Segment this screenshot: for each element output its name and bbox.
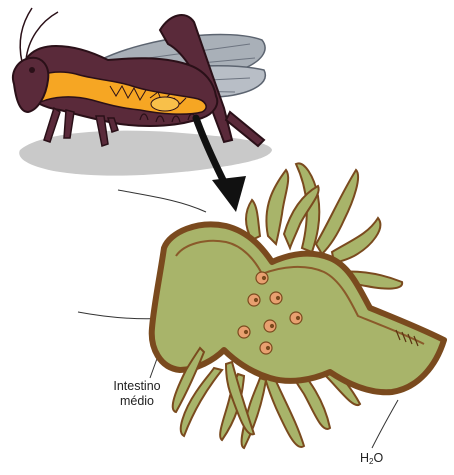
insect-midgut-region: [151, 97, 179, 111]
water-label-o: O: [373, 451, 383, 465]
arrow-head: [212, 176, 246, 212]
leader-line: [118, 190, 206, 212]
insect-shadow: [19, 131, 272, 176]
grasshopper-illustration: [13, 8, 272, 176]
water-label: H2O: [360, 451, 383, 469]
midgut-label: Intestino médio: [94, 379, 180, 409]
leader-line: [372, 400, 398, 448]
midgut-with-malpighian-tubules: [152, 163, 444, 448]
midgut-label-line2: médio: [94, 394, 180, 409]
water-label-h: H: [360, 451, 369, 465]
midgut-label-line1: Intestino: [94, 379, 180, 394]
insect-eye: [29, 67, 35, 73]
